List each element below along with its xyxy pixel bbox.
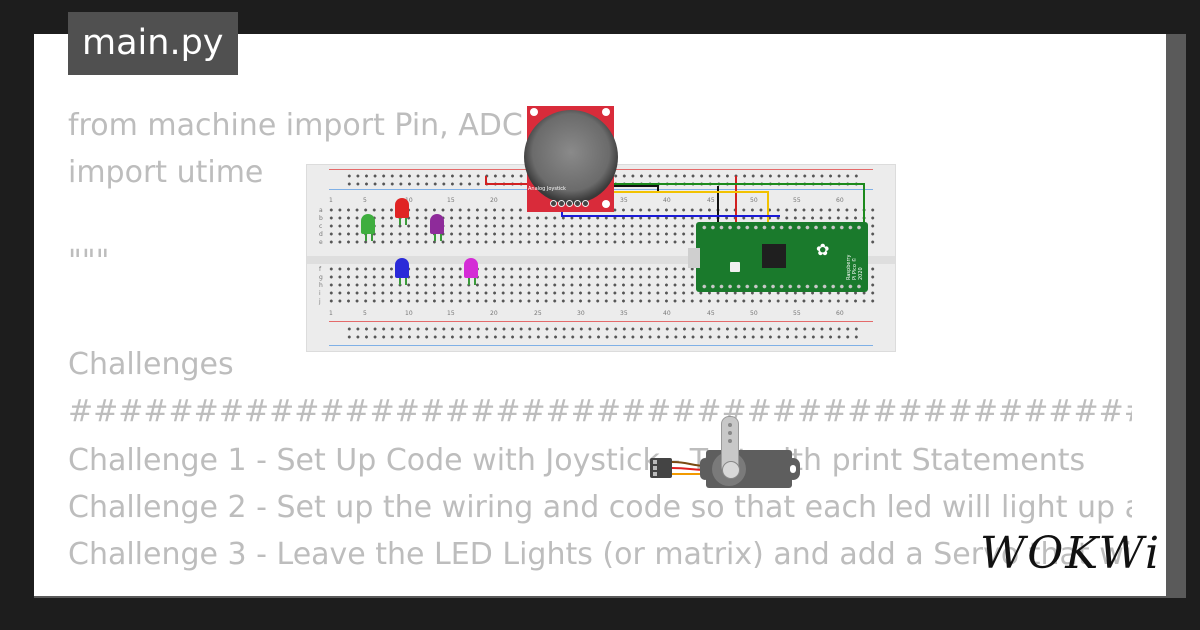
code-line: from machine import Pin, ADC [68, 108, 523, 143]
code-line: Challenge 1 - Set Up Code with Joystick … [68, 443, 1086, 478]
row-letter: f [319, 266, 322, 273]
code-line: import utime [68, 155, 264, 190]
row-letter: e [319, 239, 323, 246]
column-number: 15 [447, 310, 455, 317]
terminal-holes [327, 267, 877, 271]
rp2040-chip [762, 244, 786, 268]
column-number: 1 [329, 197, 333, 204]
pico-pin-header [700, 284, 864, 289]
column-number: 45 [707, 197, 715, 204]
joystick-knob[interactable] [524, 110, 618, 204]
file-tab[interactable]: main.py [68, 12, 238, 75]
terminal-holes [327, 299, 877, 303]
led-leg [405, 218, 407, 225]
joystick-label: Analog Joystick [528, 186, 566, 192]
row-letter: a [319, 207, 323, 214]
row-letter: c [319, 223, 323, 230]
mount-hole [530, 108, 538, 116]
led-leg [365, 234, 367, 241]
column-number: 50 [750, 310, 758, 317]
servo-shaft [722, 461, 740, 479]
column-number: 30 [577, 310, 585, 317]
servo-mount-tab [786, 458, 800, 480]
code-line: Challenge 3 - Leave the LED Lights (or m… [68, 537, 1132, 572]
row-letter: b [319, 215, 323, 222]
mount-hole [602, 200, 610, 208]
servo-connector [650, 458, 672, 478]
code-line: ########################################… [68, 394, 1132, 429]
column-number: 5 [363, 197, 367, 204]
terminal-holes [327, 240, 877, 244]
usb-port [688, 248, 700, 268]
rail-holes [345, 327, 859, 331]
led-leg [399, 218, 401, 225]
terminal-holes [327, 232, 877, 236]
code-line: Challenges [68, 347, 234, 382]
column-number: 35 [620, 310, 628, 317]
code-editor[interactable]: from machine import Pin, ADC import utim… [68, 100, 1132, 595]
column-number: 45 [707, 310, 715, 317]
led-leg [434, 234, 436, 241]
raspberry-pi-pico[interactable]: ✿ Raspberry Pi Pico © 2020 [688, 222, 868, 292]
mount-hole [602, 108, 610, 116]
wokwi-logo: WOKWi [980, 528, 1162, 579]
row-letter: i [319, 290, 321, 297]
column-number: 35 [620, 197, 628, 204]
column-number: 10 [405, 310, 413, 317]
pico-pin-header [700, 225, 864, 230]
led-leg [474, 278, 476, 285]
led-leg [371, 234, 373, 241]
row-letter: j [319, 298, 321, 305]
led-leg [405, 278, 407, 285]
card-bottom-edge [34, 586, 1166, 596]
rail-holes [345, 335, 859, 339]
led-leg [440, 234, 442, 241]
column-number: 10 [405, 197, 413, 204]
led-magenta[interactable] [464, 258, 478, 278]
joystick-pins [550, 200, 589, 208]
code-line: Challenge 2 - Set up the wiring and code… [68, 490, 1132, 525]
column-number: 55 [793, 310, 801, 317]
led-red[interactable] [395, 198, 409, 218]
column-number: 15 [447, 197, 455, 204]
servo-mount-tab [700, 458, 710, 480]
column-number: 20 [490, 310, 498, 317]
column-number: 55 [793, 197, 801, 204]
column-number: 40 [663, 197, 671, 204]
led-leg [468, 278, 470, 285]
led-leg [399, 278, 401, 285]
led-blue[interactable] [395, 258, 409, 278]
column-number: 60 [836, 310, 844, 317]
column-number: 1 [329, 310, 333, 317]
power-rail-blue-bottom [329, 345, 873, 346]
column-number: 50 [750, 197, 758, 204]
led-purple[interactable] [430, 214, 444, 234]
card-shadow [34, 594, 1186, 598]
column-number: 5 [363, 310, 367, 317]
bootsel-button[interactable] [730, 262, 740, 272]
raspberry-logo-icon: ✿ [816, 240, 830, 259]
row-letter: g [319, 274, 323, 281]
terminal-holes [327, 291, 877, 295]
column-number: 25 [534, 310, 542, 317]
row-letter: h [319, 282, 323, 289]
code-line: """ [68, 244, 110, 279]
column-number: 20 [490, 197, 498, 204]
terminal-holes [327, 283, 877, 287]
terminal-holes [327, 275, 877, 279]
column-number: 40 [663, 310, 671, 317]
row-letter: d [319, 231, 323, 238]
terminal-holes [327, 224, 877, 228]
led-green[interactable] [361, 214, 375, 234]
power-rail-red-bottom [329, 321, 873, 322]
terminal-holes [327, 216, 877, 220]
center-channel [307, 256, 895, 264]
column-number: 60 [836, 197, 844, 204]
